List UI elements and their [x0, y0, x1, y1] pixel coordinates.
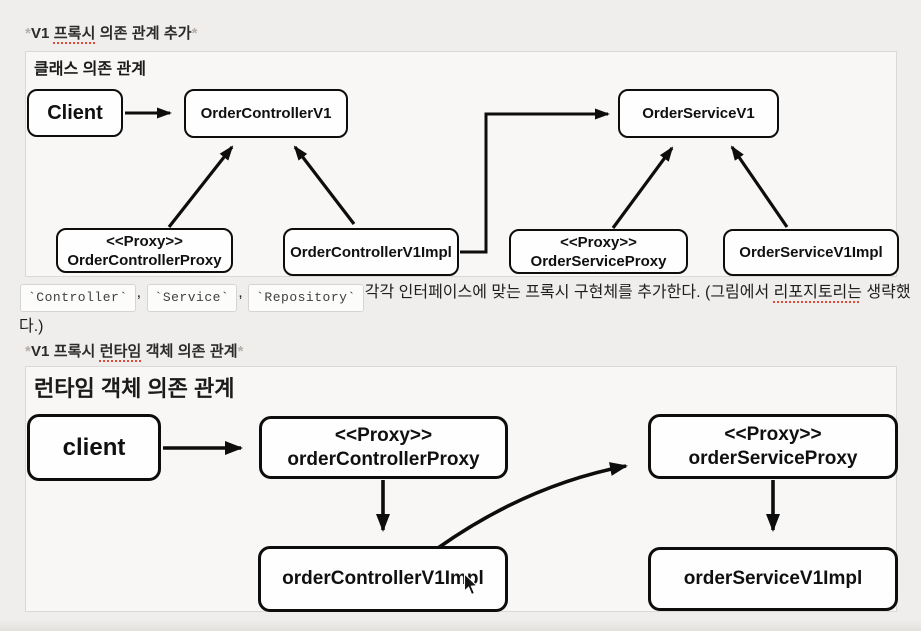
- heading-text-misspelled: 런타임: [99, 343, 142, 360]
- diagram-arrows: [125, 107, 789, 254]
- node-order-controller-proxy: <<Proxy>> OrderControllerProxy: [56, 228, 233, 273]
- arrow-controller-impl-to-interface: [293, 145, 356, 225]
- heading-text: V1: [30, 25, 54, 42]
- arrow-controller-impl-to-service-interface: [460, 108, 610, 254]
- node-label: orderServiceV1Impl: [683, 568, 863, 589]
- mouse-cursor-icon: [463, 573, 479, 596]
- asterisk: *: [25, 25, 31, 42]
- code-chip-service: `Service`: [146, 284, 238, 312]
- paragraph-text: 생략했다.): [19, 284, 911, 335]
- asterisk: *: [237, 343, 244, 360]
- node-order-controller-v1-impl: OrderControllerV1Impl: [283, 228, 459, 276]
- node-order-service-proxy: <<Proxy>> orderServiceProxy: [648, 414, 898, 479]
- paragraph-text: 각각 인터페이스에 맞는 프록시 구현체를 추가한다. (그림에서: [364, 284, 774, 301]
- arrow-service-proxy-to-interface: [611, 146, 674, 229]
- node-label: orderServiceProxy: [688, 447, 858, 469]
- node-client: client: [27, 414, 161, 481]
- arrow-controller-impl-to-service-proxy: [436, 462, 628, 550]
- arrow-controller-proxy-to-interface: [167, 145, 234, 228]
- node-order-controller-proxy: <<Proxy>> orderControllerProxy: [259, 416, 508, 479]
- node-label: client: [62, 433, 126, 461]
- node-label: Client: [47, 101, 103, 124]
- separator: ,: [136, 284, 146, 301]
- runtime-dependency-diagram-image[interactable]: 런타임 객체 의존 관계 client <<Proxy>> orderContr…: [25, 366, 898, 612]
- node-label: OrderServiceProxy: [530, 252, 667, 270]
- node-client: Client: [27, 89, 123, 137]
- heading-text: 객체 의존 관계: [141, 343, 238, 360]
- heading-text: 의존 관계 추가: [95, 25, 192, 42]
- node-order-service-v1-impl: OrderServiceV1Impl: [723, 229, 899, 276]
- node-label: orderControllerProxy: [287, 448, 480, 470]
- node-stereotype: <<Proxy>>: [334, 424, 433, 446]
- code-chip-controller: `Controller`: [20, 284, 136, 312]
- node-order-service-v1: OrderServiceV1: [618, 89, 779, 138]
- note-paragraph[interactable]: `Controller`, `Service`, `Repository`각각 …: [19, 278, 914, 342]
- node-label: OrderControllerV1Impl: [290, 243, 452, 261]
- node-label: OrderServiceV1: [642, 105, 755, 122]
- heading-text-misspelled: 프록시: [53, 25, 96, 42]
- code-chip-repository: `Repository`: [248, 284, 364, 312]
- node-stereotype: <<Proxy>>: [106, 232, 183, 250]
- node-stereotype: <<Proxy>>: [560, 233, 637, 251]
- node-order-service-proxy: <<Proxy>> OrderServiceProxy: [509, 229, 688, 274]
- diagram-title: 클래스 의존 관계: [34, 61, 146, 78]
- asterisk: *: [25, 343, 31, 360]
- node-stereotype: <<Proxy>>: [724, 423, 822, 445]
- diagram-title: 런타임 객체 의존 관계: [34, 376, 235, 401]
- node-order-service-v1-impl: orderServiceV1Impl: [648, 547, 898, 611]
- heading-text: V1 프록시: [30, 343, 100, 360]
- class-dependency-diagram-image[interactable]: 클래스 의존 관계 Client OrderControllerV1 <<Pro…: [25, 51, 899, 277]
- separator: ,: [238, 284, 248, 301]
- asterisk: *: [191, 25, 198, 42]
- node-label: OrderControllerProxy: [67, 251, 222, 269]
- node-label: orderControllerV1Impl: [282, 568, 484, 589]
- arrow-service-impl-to-interface: [730, 145, 789, 228]
- node-label: OrderServiceV1Impl: [739, 244, 883, 261]
- heading-v1-proxy-runtime-dependency[interactable]: *V1 프록시 런타임 객체 의존 관계*: [25, 340, 244, 361]
- node-order-controller-v1: OrderControllerV1: [184, 89, 348, 138]
- diagram-arrows: [163, 441, 780, 550]
- node-label: OrderControllerV1: [200, 105, 332, 122]
- heading-v1-proxy-dependency[interactable]: *V1 프록시 의존 관계 추가*: [25, 22, 198, 43]
- paragraph-text-misspelled: 리포지토리는: [773, 284, 862, 301]
